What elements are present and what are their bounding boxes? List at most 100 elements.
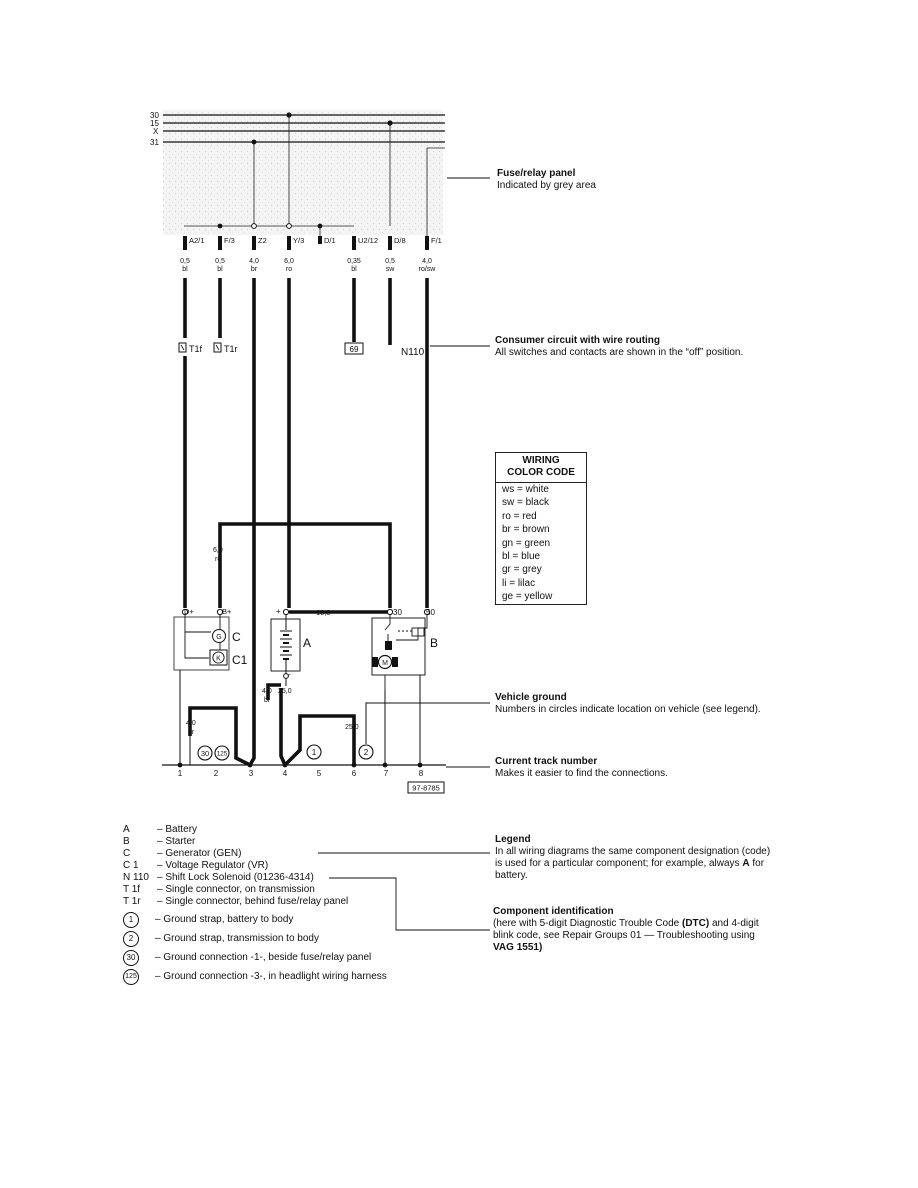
- ground-legend-item: 30– Ground connection -1-, beside fuse/r…: [123, 948, 387, 967]
- terminal-b-plus: B+: [222, 607, 232, 616]
- ground-circle-125: 125: [217, 751, 228, 758]
- legend-desc: – Generator (GEN): [157, 848, 242, 859]
- starter-internal-wiring: [384, 615, 428, 690]
- starter-motor-brush-left: [372, 657, 378, 667]
- t1f-label: T1f: [189, 344, 203, 354]
- color-code-row: ge = yellow: [502, 591, 553, 603]
- annotation-vehicle-ground: Vehicle ground Numbers in circles indica…: [495, 692, 761, 716]
- ground-number-icon: 2: [123, 930, 139, 947]
- ground-legend-desc: – Ground strap, battery to body: [155, 913, 294, 925]
- wire-size-7: 4,0: [422, 258, 432, 265]
- starter-relay-block: [385, 641, 392, 650]
- wiring-color-code-table: WIRING COLOR CODE ws = white sw = black …: [495, 452, 587, 605]
- terminal-50: 50: [426, 608, 435, 617]
- color-code-row: ro = red: [502, 510, 537, 522]
- annotation-desc-text: is used for a particular component; for …: [495, 858, 740, 869]
- track-number-8: 8: [419, 769, 424, 778]
- component-69-label: 69: [350, 345, 359, 354]
- annotation-desc-text: (here with 5-digit Diagnostic Trouble Co…: [493, 918, 680, 929]
- legend-item: B – Starter: [123, 836, 387, 848]
- annotation-desc: battery.: [495, 870, 528, 881]
- connector-label-y-3: Y/3: [293, 236, 304, 245]
- color-code-row: bl = blue: [502, 551, 541, 563]
- wire-size-2: 0,5: [215, 258, 225, 265]
- legend-code: B: [123, 836, 130, 847]
- wire-size-5: 0,35: [347, 258, 361, 265]
- ground-wire-2-color: br: [264, 697, 271, 704]
- connector-pins: [183, 236, 429, 250]
- legend-desc: – Voltage Regulator (VR): [157, 860, 269, 871]
- ground-bar-dots: [177, 762, 423, 768]
- ground-wire-runs: [188, 683, 356, 767]
- bus-label-30: 30: [150, 111, 159, 120]
- legend-code: A: [123, 824, 130, 835]
- ground-wire-2-size: 4,0: [262, 688, 272, 695]
- connector-label-f-3: F/3: [224, 236, 235, 245]
- track-number-3: 3: [249, 769, 254, 778]
- track-number-4: 4: [283, 769, 288, 778]
- annotation-title: Vehicle ground: [495, 692, 567, 703]
- annotation-desc: Makes it easier to find the connections.: [495, 768, 668, 779]
- wire-color-1: bl: [182, 266, 188, 273]
- ground-wire-1-size: 4,0: [186, 720, 196, 727]
- annotation-current-track: Current track number Makes it easier to …: [495, 756, 668, 780]
- color-code-row: gn = green: [502, 537, 551, 549]
- ground-legend-item: 125– Ground connection -3-, in headlight…: [123, 967, 387, 986]
- wire-color-4: ro: [286, 266, 292, 273]
- legend-item: N 110 – Shift Lock Solenoid (01236-4314): [123, 872, 387, 884]
- ground-number-icon: 125: [123, 968, 139, 985]
- ground-wire-2-size2: 25,0: [278, 688, 292, 695]
- annotation-desc-text: for: [752, 858, 765, 869]
- mid-wire-color: ro: [215, 556, 221, 563]
- annotation-legend: Legend In all wiring diagrams the same c…: [495, 834, 770, 882]
- terminal-16-label: 16,0: [316, 608, 331, 617]
- wire-color-6: sw: [386, 266, 396, 273]
- starter-motor-letter: M: [382, 660, 388, 667]
- component-legend-list: A– Battery B– Starter C– Generator (GEN)…: [123, 824, 387, 986]
- bus-label-x: X: [153, 127, 159, 136]
- component-terminals: [181, 608, 431, 616]
- terminal-d-plus: D+: [184, 607, 194, 616]
- component-69-box: [344, 342, 364, 355]
- annotation-component-identification: Component identification (here with 5-di…: [493, 906, 759, 954]
- legend-desc: – Shift Lock Solenoid (01236-4314): [157, 872, 314, 883]
- legend-desc: – Starter: [157, 836, 196, 847]
- annotation-desc-bold: A: [742, 858, 750, 869]
- t1r-label: T1r: [224, 344, 238, 354]
- annotation-desc-bold: (DTC): [682, 918, 710, 929]
- annotation-fuse-relay-panel: Fuse/relay panel Indicated by grey area: [497, 168, 596, 192]
- legend-code: C: [123, 848, 131, 859]
- ground-wire-3-size: 25,0: [345, 724, 359, 731]
- track-number-7: 7: [384, 769, 389, 778]
- wiring-color-code-title-1: WIRING: [522, 455, 560, 466]
- wire-size-4: 6,0: [284, 258, 294, 265]
- color-code-row: gr = grey: [502, 564, 542, 576]
- ground-number-icon: 30: [123, 949, 139, 966]
- annotation-consumer-circuit: Consumer circuit with wire routing All s…: [495, 335, 743, 359]
- generator-symbol-letter: G: [216, 634, 221, 641]
- ground-legend-desc: – Ground strap, transmission to body: [155, 932, 319, 944]
- battery-minus-terminal: [283, 673, 289, 679]
- generator-component-box: [173, 616, 230, 671]
- connector-label-u2-12: U2/12: [358, 236, 378, 245]
- annotation-desc-line1: (here with 5-digit Diagnostic Trouble Co…: [493, 918, 759, 930]
- ground-circle-2: 2: [364, 748, 369, 757]
- connector-label-a2-1: A2/1: [189, 236, 204, 245]
- t1f-connector-icon: [178, 342, 187, 353]
- annotation-desc: In all wiring diagrams the same componen…: [495, 846, 771, 857]
- annotation-title: Consumer circuit with wire routing: [495, 335, 661, 346]
- wire-color-5: bl: [351, 266, 357, 273]
- generator-symbol: [212, 629, 226, 643]
- legend-code: T 1r: [123, 896, 141, 907]
- mid-wire-size: 6,0: [213, 547, 223, 554]
- starter-component-box: [371, 617, 426, 676]
- terminal-plus: +: [276, 607, 281, 616]
- bus-label-31: 31: [150, 138, 159, 147]
- track-number-5: 5: [317, 769, 322, 778]
- wire-color-2: bl: [217, 266, 223, 273]
- track-number-6: 6: [352, 769, 357, 778]
- legend-code: N 110: [123, 872, 149, 883]
- wire-color-7: ro/sw: [419, 266, 437, 273]
- regulator-symbol-letter: K: [216, 656, 221, 663]
